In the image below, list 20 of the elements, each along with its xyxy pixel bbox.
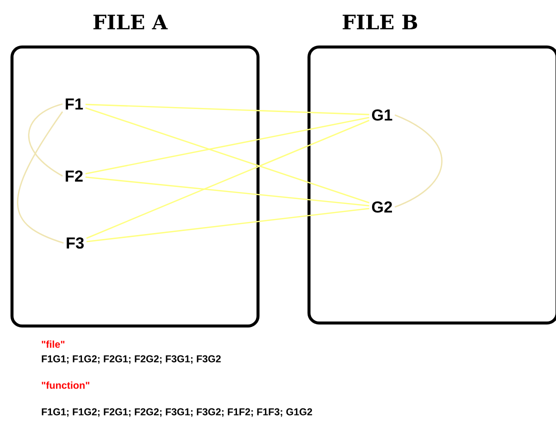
node-label: F2: [66, 170, 83, 182]
connector-line: [85, 176, 370, 206]
connector-line: [85, 104, 370, 116]
connector-line: [86, 120, 370, 239]
heading-label: "function": [42, 382, 90, 389]
node-label: G2: [372, 201, 392, 213]
connector-line: [17, 111, 64, 244]
node-label: FILE B: [342, 14, 418, 30]
pair-list: F1G1; F1G2; F2G1; F2G2; F3G1; F3G2: [42, 355, 221, 364]
connector-line: [394, 114, 442, 208]
node-label: G1: [372, 109, 392, 121]
connector-line: [86, 208, 370, 242]
node-label: F3: [66, 237, 84, 249]
connector-line: [85, 107, 370, 204]
node-label: FILE A: [93, 14, 168, 30]
heading-label: "file": [42, 340, 64, 348]
connector-line: [85, 116, 370, 174]
pair-list: F1G1; F1G2; F2G1; F2G2; F3G1; F3G2; F1F2; F1F3; G1G2: [42, 408, 312, 417]
node-label: F1: [66, 98, 83, 110]
connector-line: [28, 103, 63, 177]
